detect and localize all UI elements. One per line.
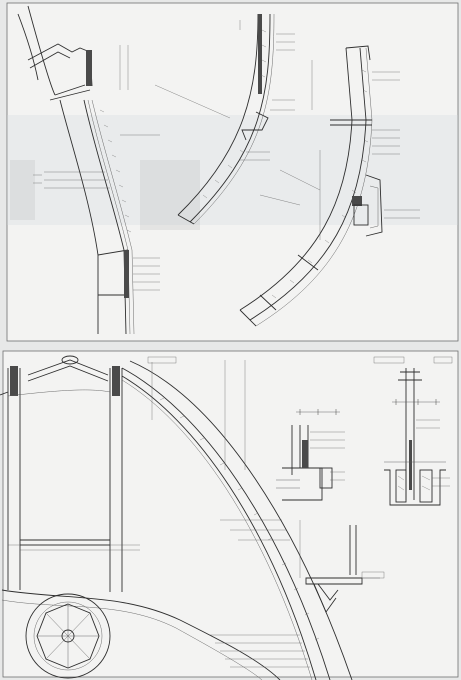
plan-curved-wall-middle (154, 13, 295, 225)
guide-lines (8, 360, 246, 551)
detail-window-head (384, 368, 450, 506)
bottom-panel (2, 350, 459, 678)
callouts-left (33, 134, 160, 291)
paper-stain-left (10, 160, 35, 220)
plan-curved-wall-left (17, 5, 135, 335)
paper-stain (140, 160, 200, 230)
callouts-bottom (210, 519, 310, 668)
detail-cornice (299, 520, 380, 613)
tag-boxes (147, 356, 453, 579)
rosette-ornament (25, 593, 111, 679)
detail-parapet-left (276, 409, 345, 501)
plan-curved-wall-right (239, 45, 420, 327)
